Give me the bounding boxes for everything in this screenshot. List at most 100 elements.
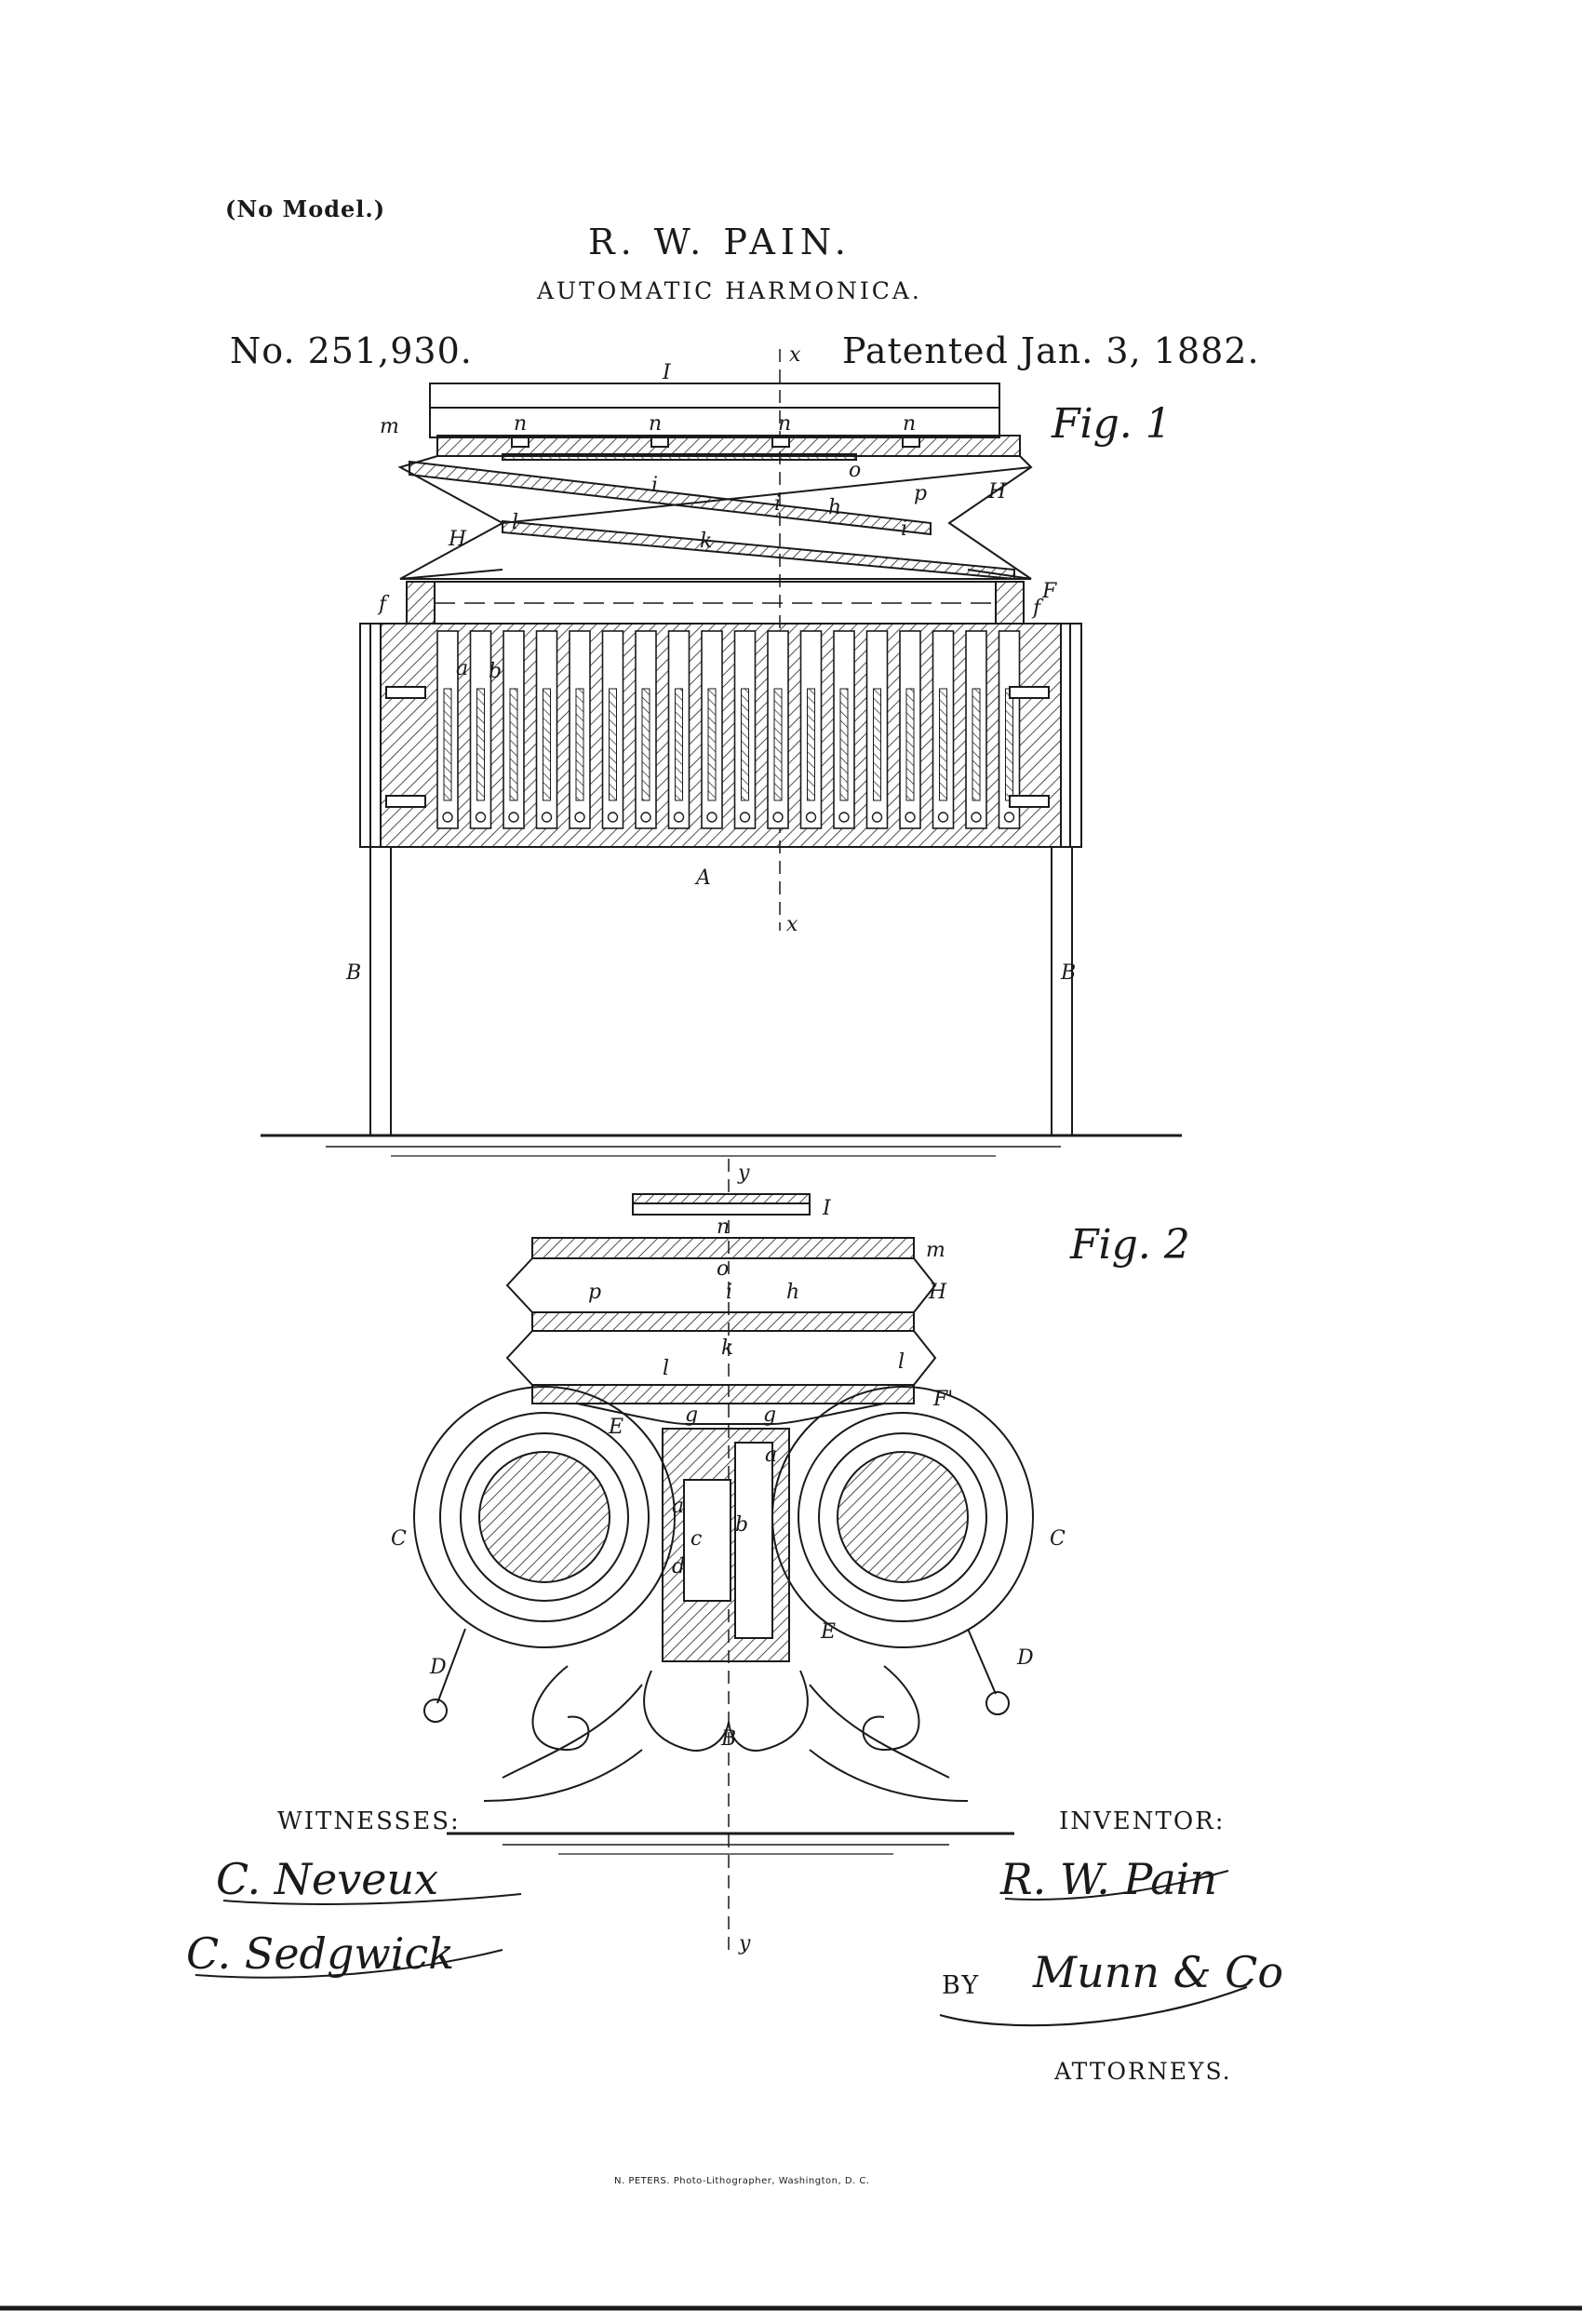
reed-tongue — [873, 688, 881, 801]
reed-tongue — [641, 688, 650, 801]
svg-text:o: o — [717, 1257, 729, 1281]
svg-text:y: y — [737, 1162, 750, 1185]
svg-text:C: C — [391, 1527, 407, 1551]
svg-text:E: E — [608, 1416, 623, 1439]
svg-text:C. Sedgwick: C. Sedgwick — [186, 1928, 454, 1979]
svg-text:g: g — [685, 1404, 698, 1427]
no-model-note: (No Model.) — [225, 195, 386, 222]
reed-tongue — [905, 688, 915, 801]
svg-text:Munn & Co: Munn & Co — [1032, 1947, 1283, 1997]
witnesses-label: WITNESSES: — [277, 1807, 461, 1835]
svg-text:p: p — [914, 482, 927, 505]
svg-text:F: F — [1041, 580, 1057, 603]
svg-text:l: l — [898, 1350, 905, 1374]
svg-text:k: k — [721, 1337, 733, 1360]
reed-tongue — [575, 688, 584, 801]
svg-text:a: a — [765, 1444, 777, 1467]
figure-1-drawing — [261, 349, 1182, 1157]
svg-text:I: I — [822, 1197, 832, 1220]
svg-text:m: m — [926, 1239, 945, 1262]
reed-rivet — [442, 812, 453, 823]
svg-text:l: l — [663, 1357, 669, 1380]
svg-text:f: f — [377, 593, 390, 616]
svg-text:b: b — [489, 660, 502, 683]
figure-2-drawing — [413, 1159, 1034, 1955]
svg-text:H: H — [987, 480, 1007, 504]
attorneys-signature: Munn & Co — [939, 1947, 1283, 2027]
reed-tongue — [707, 688, 717, 801]
reed-rivet — [607, 812, 619, 823]
svg-text:x: x — [786, 913, 798, 936]
svg-text:x: x — [789, 343, 801, 367]
figure-2-letters: y I n m o p i h H k l l F' g g E a a c b… — [391, 1162, 1066, 1955]
reed-rivet — [838, 812, 850, 823]
svg-text:g: g — [763, 1404, 776, 1427]
reed-tongue — [972, 688, 981, 801]
reed-tongue — [939, 688, 947, 801]
reed-rivet — [871, 812, 883, 823]
reed-tongue — [773, 688, 783, 801]
reed-rivet — [541, 812, 553, 823]
reed-tongue — [1005, 688, 1013, 801]
reed-tongue — [443, 688, 452, 801]
reed-rivet — [640, 812, 651, 823]
svg-text:d: d — [672, 1555, 685, 1578]
reed-tongue — [509, 688, 518, 801]
svg-text:H: H — [448, 528, 467, 551]
patent-number: No. 251,930. — [230, 330, 473, 371]
svg-text:h: h — [828, 496, 841, 519]
reed-tongue — [807, 688, 815, 801]
svg-text:B: B — [345, 961, 361, 985]
inventor-name: R. W. PAIN. — [588, 222, 851, 262]
svg-text:R. W. Pain: R. W. Pain — [999, 1854, 1217, 1904]
svg-text:n: n — [514, 412, 527, 436]
svg-text:C: C — [1050, 1527, 1066, 1551]
reed-tongue — [609, 688, 617, 801]
figure-1-letters: I x m n n n n o H p i i h i H l k F f f … — [345, 343, 1076, 985]
reed-rivet — [739, 812, 751, 823]
reed-rivet — [706, 812, 717, 823]
svg-text:y: y — [738, 1932, 751, 1955]
reed-tongue — [543, 688, 551, 801]
reed-rivet — [937, 812, 949, 823]
svg-text:I: I — [662, 361, 672, 384]
svg-text:D: D — [429, 1656, 447, 1679]
inventor-label: INVENTOR: — [1059, 1807, 1226, 1835]
svg-text:H: H — [928, 1281, 947, 1304]
fig-1-label: Fig. 1 — [1052, 400, 1172, 448]
svg-text:E: E — [820, 1620, 836, 1644]
svg-text:b: b — [735, 1513, 748, 1537]
svg-text:C. Neveux: C. Neveux — [216, 1854, 438, 1904]
patent-title: AUTOMATIC HARMONICA. — [537, 277, 922, 304]
reed-tongue — [741, 688, 749, 801]
svg-text:p: p — [588, 1281, 601, 1304]
svg-text:A: A — [694, 866, 711, 890]
by-label: BY — [942, 1971, 981, 2000]
witness-signatures: C. Neveux C. Sedgwick — [186, 1854, 522, 1979]
svg-text:k: k — [700, 530, 712, 553]
reed-rivet — [905, 812, 916, 823]
reed-rivet — [574, 812, 585, 823]
fig-2-label: Fig. 2 — [1070, 1221, 1190, 1269]
svg-text:a: a — [672, 1495, 684, 1518]
reed-tongue — [839, 688, 849, 801]
svg-text:h: h — [786, 1281, 799, 1304]
svg-text:D: D — [1016, 1646, 1034, 1670]
reed-rivet — [772, 812, 784, 823]
svg-text:n: n — [778, 412, 791, 436]
svg-text:c: c — [690, 1527, 702, 1551]
reed-rivet — [673, 812, 685, 823]
patent-date: Patented Jan. 3, 1882. — [842, 330, 1260, 371]
svg-text:B: B — [1060, 961, 1076, 985]
svg-text:n: n — [903, 412, 916, 436]
svg-text:i: i — [774, 492, 781, 516]
svg-text:F': F' — [932, 1388, 953, 1411]
reed-tongue — [476, 688, 485, 801]
reed-rivet — [805, 812, 817, 823]
svg-text:i: i — [901, 517, 907, 541]
reed-rivet — [475, 812, 487, 823]
svg-text:o: o — [849, 459, 861, 482]
svg-text:B: B — [720, 1727, 736, 1751]
reed-rivet — [1003, 812, 1015, 823]
